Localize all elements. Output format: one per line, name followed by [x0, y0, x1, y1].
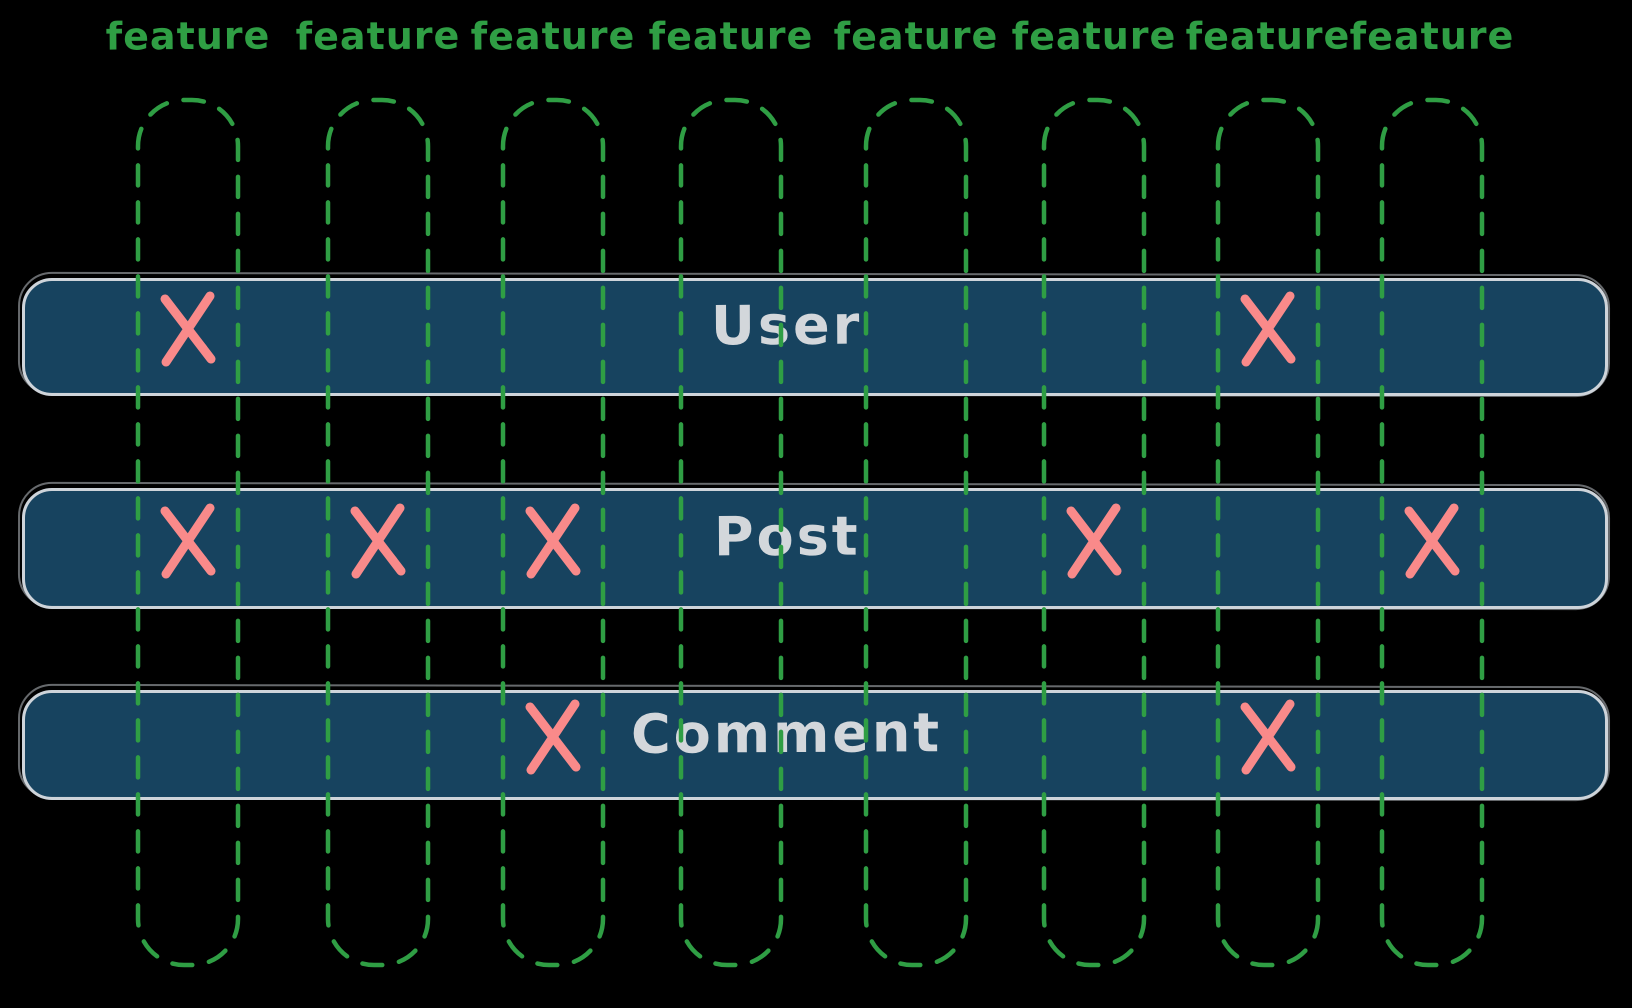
entity-label: Comment	[631, 700, 943, 766]
entity-bar-post: Post	[22, 488, 1608, 609]
feature-column-label: feature	[1011, 13, 1177, 59]
entity-bar-user: User	[22, 278, 1608, 396]
feature-column-label: feature	[470, 13, 636, 59]
feature-column-label: feature	[648, 13, 814, 59]
feature-column-label: feature	[1349, 13, 1515, 59]
feature-column-label: feature	[295, 13, 461, 59]
entity-label: Post	[713, 504, 861, 569]
entity-label: User	[711, 293, 863, 357]
feature-column-label: feature	[105, 13, 271, 59]
feature-column-label: feature	[1185, 13, 1351, 59]
feature-column-label: feature	[833, 13, 999, 59]
entity-bar-comment: Comment	[22, 690, 1608, 800]
